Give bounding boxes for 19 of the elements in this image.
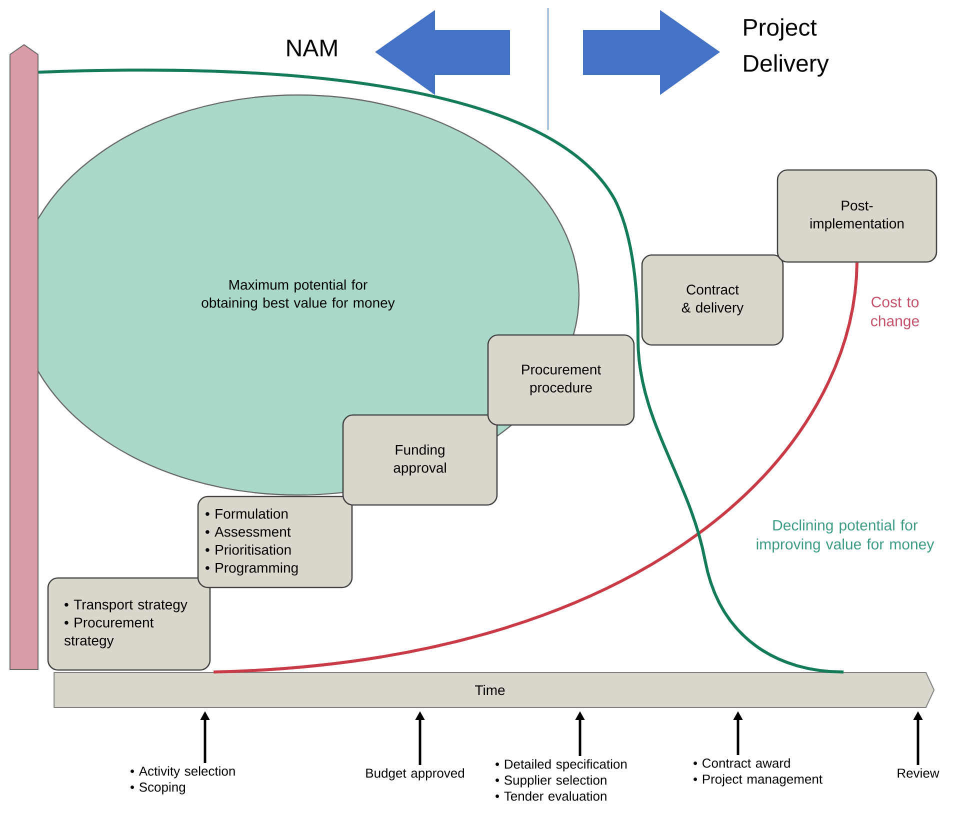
section-label: Project Delivery [744, 18, 829, 77]
step-box: Procurement procedure [487, 334, 635, 426]
milestone-text: Review [898, 768, 940, 778]
curve-label: Declining potential for improving value for money [756, 520, 934, 552]
step-box: Contract & delivery [641, 254, 784, 346]
section-label: NAM [287, 40, 337, 56]
milestone-text: Budget approved [366, 768, 464, 780]
step-box: Funding approval [342, 414, 498, 506]
time-bar: Time [54, 672, 935, 708]
milestone-text: • Activity selection • Scoping [130, 766, 235, 794]
curve [38, 68, 844, 674]
curve-label: Cost to change [871, 296, 919, 330]
step-box: Post-implementation [776, 169, 938, 263]
milestone-text: • Detailed specification • Supplier selection • Tender evaluation [496, 759, 627, 801]
milestone-text: • Contract award • Project management [694, 758, 822, 786]
step-box: • Transport strategy • Procurement strategy [47, 577, 211, 671]
step-box: • Formulation • Assessment • Prioritisation • Programming [197, 496, 353, 588]
vertical-bar [10, 44, 38, 670]
curve [214, 262, 858, 674]
